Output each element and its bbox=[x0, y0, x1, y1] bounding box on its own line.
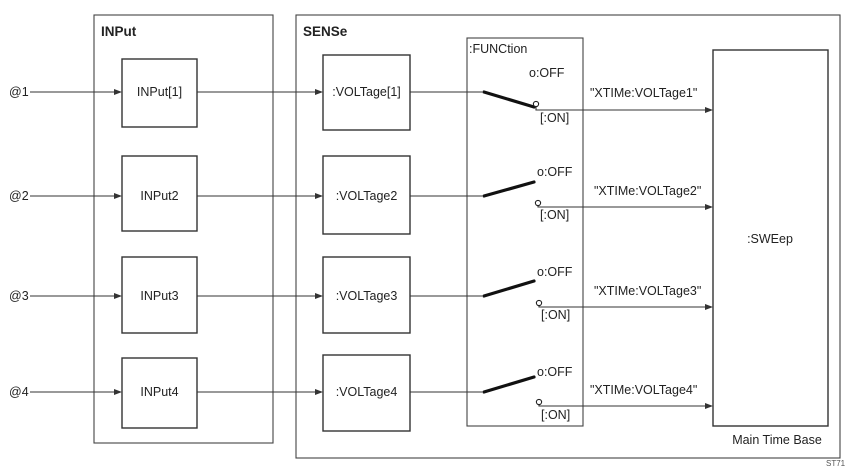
function-block-frame bbox=[466, 37, 584, 427]
channel-row: @1 INPut[1] :VOLTage[1] o:OFF [:ON] "XTI… bbox=[9, 54, 713, 131]
input-box bbox=[121, 256, 198, 334]
switch-on-contact bbox=[535, 299, 543, 307]
input-group-title: INPut bbox=[101, 24, 137, 39]
input-box bbox=[121, 357, 198, 429]
figure-reference: ST71 bbox=[826, 459, 846, 468]
input-wire-arrow bbox=[114, 89, 122, 95]
voltage-box bbox=[322, 155, 411, 235]
input-group-frame bbox=[93, 14, 274, 444]
input-box-label: INPut2 bbox=[140, 189, 178, 203]
voltage-box bbox=[322, 354, 411, 432]
signal-label: "XTIMe:VOLTage1" bbox=[590, 86, 697, 100]
channel-row: @2 INPut2 :VOLTage2 o:OFF [:ON] "XTIMe:V… bbox=[9, 155, 713, 235]
switch-on-label: [:ON] bbox=[540, 208, 569, 222]
voltage-box-label: :VOLTage2 bbox=[336, 189, 398, 203]
sweep-wire-arrow bbox=[705, 204, 713, 210]
channel-input-ref: @4 bbox=[9, 385, 29, 399]
voltage-wire-arrow bbox=[315, 89, 323, 95]
switch-off-label: o:OFF bbox=[537, 365, 573, 379]
switch-to-sweep-wire bbox=[537, 206, 711, 208]
input-box bbox=[121, 58, 198, 128]
channel-row: @4 INPut4 :VOLTage4 o:OFF [:ON] "XTIMe:V… bbox=[9, 354, 713, 432]
sweep-block bbox=[712, 49, 829, 427]
channel-input-ref: @1 bbox=[9, 85, 29, 99]
signal-label: "XTIMe:VOLTage3" bbox=[594, 284, 701, 298]
sweep-wire-arrow bbox=[705, 403, 713, 409]
function-switch bbox=[482, 90, 536, 109]
signal-label: "XTIMe:VOLTage4" bbox=[590, 383, 697, 397]
voltage-wire-arrow bbox=[315, 389, 323, 395]
function-switch bbox=[482, 279, 536, 298]
sweep-label: :SWEep bbox=[747, 232, 793, 246]
switch-off-label: o:OFF bbox=[529, 66, 565, 80]
main-time-base-caption: Main Time Base bbox=[732, 433, 822, 447]
sense-group-frame bbox=[295, 14, 841, 459]
switch-on-contact bbox=[534, 199, 542, 207]
switch-on-label: [:ON] bbox=[541, 408, 570, 422]
function-switch bbox=[482, 180, 536, 198]
input-wire-arrow bbox=[114, 193, 122, 199]
channel-input-ref: @3 bbox=[9, 289, 29, 303]
input-box-label: INPut4 bbox=[140, 385, 178, 399]
switch-on-label: [:ON] bbox=[540, 111, 569, 125]
voltage-box-label: :VOLTage4 bbox=[336, 385, 398, 399]
sense-group-title: SENSe bbox=[303, 24, 348, 39]
function-switch bbox=[482, 375, 536, 394]
switch-on-label: [:ON] bbox=[541, 308, 570, 322]
channel-input-ref: @2 bbox=[9, 189, 29, 203]
switch-to-sweep-wire bbox=[538, 306, 711, 308]
switch-on-contact bbox=[532, 100, 540, 108]
switch-to-sweep-wire bbox=[538, 405, 711, 407]
input-wire-arrow bbox=[114, 293, 122, 299]
input-box-label: INPut[1] bbox=[137, 85, 182, 99]
channel-row: @3 INPut3 :VOLTage3 o:OFF [:ON] "XTIMe:V… bbox=[9, 256, 713, 334]
input-wire-arrow bbox=[114, 389, 122, 395]
function-block-title: :FUNCtion bbox=[469, 42, 527, 56]
signal-label: "XTIMe:VOLTage2" bbox=[594, 184, 701, 198]
sweep-wire-arrow bbox=[705, 304, 713, 310]
switch-off-label: o:OFF bbox=[537, 265, 573, 279]
sweep-wire-arrow bbox=[705, 107, 713, 113]
voltage-box-label: :VOLTage[1] bbox=[332, 85, 401, 99]
voltage-box bbox=[322, 256, 411, 334]
input-box-label: INPut3 bbox=[140, 289, 178, 303]
switch-off-label: o:OFF bbox=[537, 165, 573, 179]
switch-on-contact bbox=[535, 398, 543, 406]
voltage-wire-arrow bbox=[315, 193, 323, 199]
voltage-wire-arrow bbox=[315, 293, 323, 299]
input-box bbox=[121, 155, 198, 232]
voltage-box-label: :VOLTage3 bbox=[336, 289, 398, 303]
switch-to-sweep-wire bbox=[535, 107, 711, 111]
